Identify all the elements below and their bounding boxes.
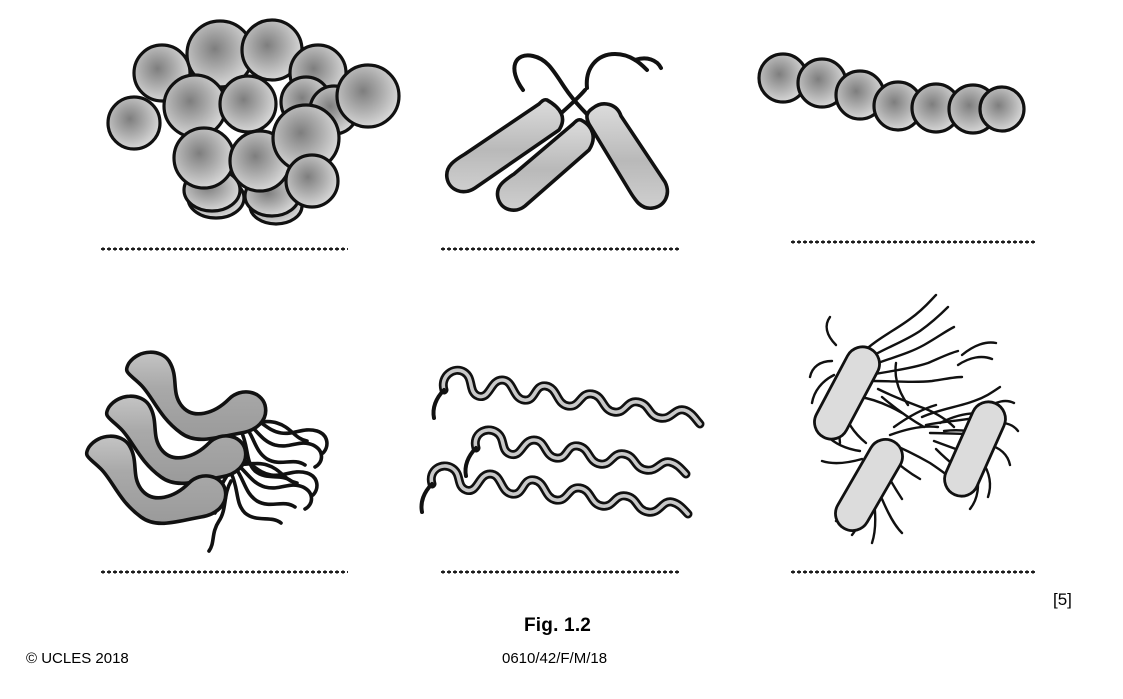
streptococci-chain-icon [757,52,1026,135]
figure-caption: Fig. 1.2 [524,615,592,636]
marks-allocation: [5] [1053,590,1072,609]
panel-5-figure [419,340,710,519]
panel-1-figure [100,18,401,226]
panel-4-answer-line[interactable] [100,570,348,574]
copyright-notice: © UCLES 2018 [26,650,129,667]
panel-6-answer-line[interactable] [790,570,1036,574]
panel-3-answer-line[interactable] [790,240,1036,244]
panel-1-answer-line[interactable] [100,247,348,251]
staphylococci-cluster-icon [106,18,401,226]
spirochaete-icon [419,365,705,519]
paper-code: 0610/42/F/M/18 [502,650,608,667]
peritrichous-rods-icon [808,293,1020,545]
panel-6-figure [790,293,1035,550]
panel-2-answer-line[interactable] [440,247,680,251]
vibrio-with-flagella-tuft-icon [84,350,329,553]
panel-5-answer-line[interactable] [440,570,680,574]
panel-3-figure [755,50,1026,150]
bacilli-with-polar-flagella-icon [444,51,670,212]
panel-2-figure [435,30,685,215]
panel-4-figure [84,335,385,555]
